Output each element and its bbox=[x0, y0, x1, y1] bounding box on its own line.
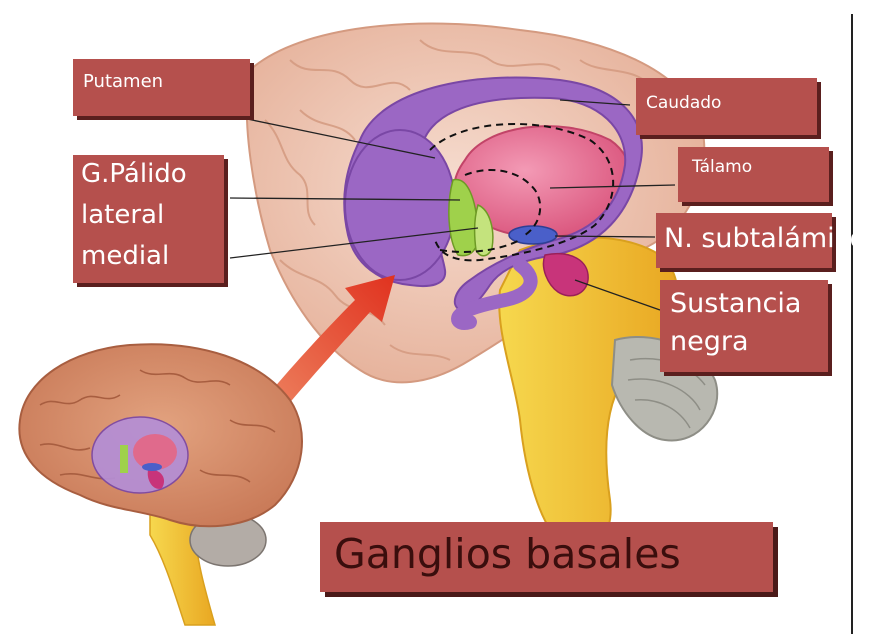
right-divider bbox=[851, 14, 853, 634]
label-putamen-text: Putamen bbox=[83, 71, 163, 92]
label-globus-pallidus: G.Pálido lateral medial bbox=[73, 155, 224, 283]
label-subtalamico: N. subtalámico bbox=[656, 213, 832, 268]
title-box: Ganglios basales bbox=[320, 522, 773, 592]
label-sustancia-text: Sustancia bbox=[670, 288, 801, 319]
label-sustancia-negra: Sustancia negra bbox=[660, 280, 828, 372]
label-gpalido-text: G.Pálido bbox=[81, 159, 187, 189]
label-medial-text: medial bbox=[81, 241, 169, 271]
label-caudado-text: Caudado bbox=[646, 93, 721, 113]
label-caudado: Caudado bbox=[636, 78, 817, 135]
label-subtalamico-text: N. subtalámico bbox=[664, 223, 866, 254]
putamen-body bbox=[345, 130, 455, 280]
label-talamo: Tálamo bbox=[678, 147, 829, 202]
diagram-title: Ganglios basales bbox=[334, 530, 681, 578]
small-brain bbox=[19, 344, 302, 625]
label-negra-text: negra bbox=[670, 326, 749, 357]
label-talamo-text: Tálamo bbox=[692, 157, 752, 177]
small-pallidus bbox=[120, 445, 128, 473]
label-lateral-text: lateral bbox=[81, 200, 164, 230]
label-putamen: Putamen bbox=[73, 59, 250, 116]
small-subthalamic bbox=[142, 463, 162, 471]
